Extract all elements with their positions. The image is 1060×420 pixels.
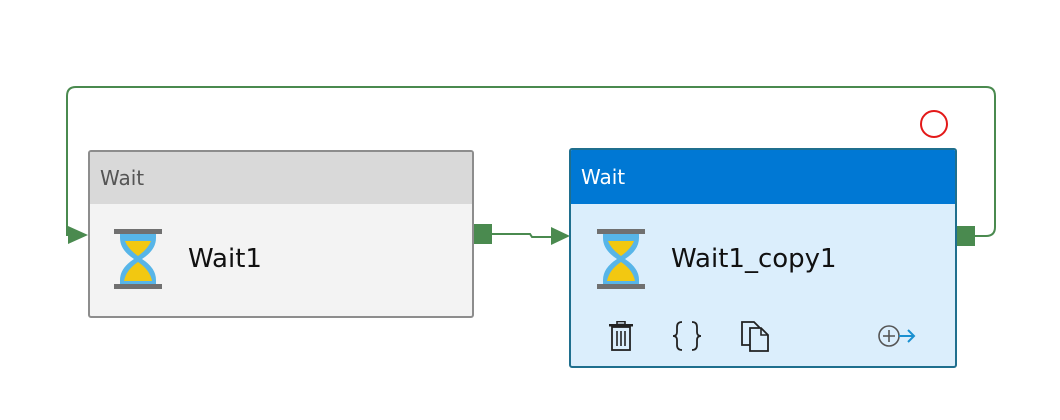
add-output-button[interactable] <box>875 314 919 358</box>
red-circle-icon <box>920 110 948 138</box>
activity-body: Wait1 <box>90 204 472 314</box>
activity-type-label: Wait <box>100 166 145 190</box>
forward-arrow-head <box>551 227 570 245</box>
success-output-port[interactable] <box>474 224 492 244</box>
copy-button[interactable] <box>733 314 777 358</box>
activity-body: Wait1_copy1 <box>571 204 955 314</box>
activity-type-label: Wait <box>581 165 626 189</box>
code-button[interactable] <box>665 314 709 358</box>
delete-icon <box>609 321 633 351</box>
copy-icon <box>741 321 769 352</box>
loop-connector <box>66 86 996 237</box>
add-output-icon <box>878 325 916 347</box>
activity-wait1[interactable]: Wait Wait1 <box>88 150 474 318</box>
activity-actions <box>571 314 955 358</box>
code-braces-icon <box>672 321 702 351</box>
activity-type-header: Wait <box>571 150 955 204</box>
loop-arrow-head <box>68 226 88 244</box>
activity-name: Wait1_copy1 <box>671 244 837 274</box>
activity-type-header: Wait <box>90 152 472 204</box>
hourglass-icon <box>114 229 162 289</box>
activity-wait1-copy1[interactable]: Wait Wait1_copy1 <box>569 148 957 368</box>
hourglass-icon <box>597 229 645 289</box>
activity-name: Wait1 <box>188 244 262 274</box>
delete-button[interactable] <box>599 314 643 358</box>
forward-connector <box>492 233 552 238</box>
success-output-port[interactable] <box>957 226 975 246</box>
